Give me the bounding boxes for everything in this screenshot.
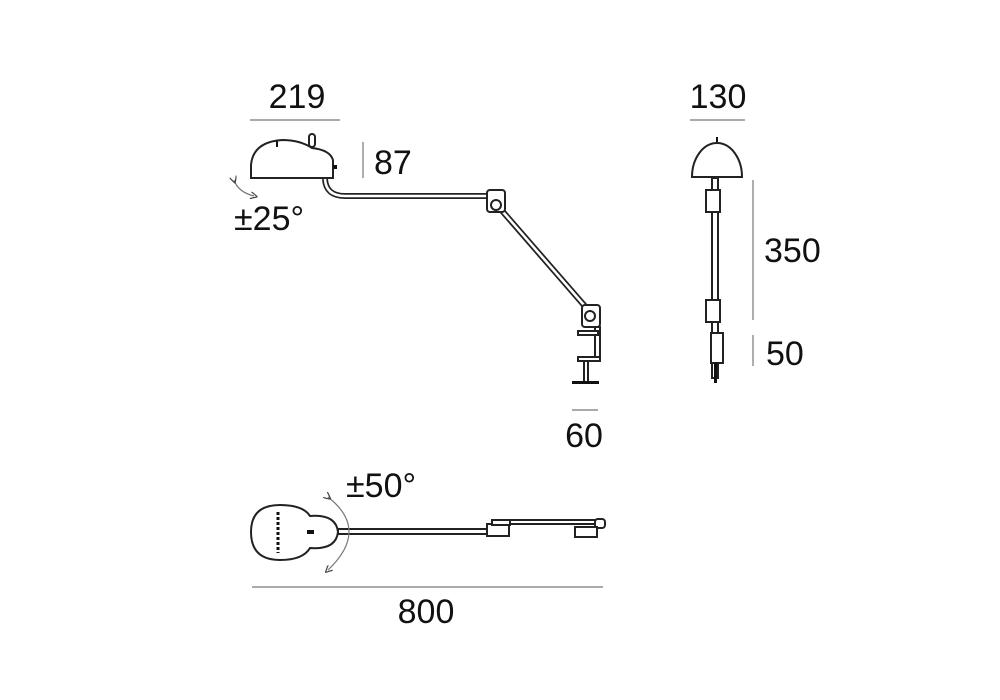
total-length-label: 800 (398, 593, 455, 631)
lamp-shade-side (250, 133, 337, 179)
tilt-angle-label: ±25° (234, 200, 304, 238)
clamp-width-label: 60 (565, 417, 603, 455)
shade-width-label: 219 (269, 78, 326, 116)
lamp-arm-side (322, 178, 601, 384)
lamp-front (690, 137, 744, 383)
arm-height-label: 350 (764, 232, 821, 270)
top-view: ±50° 800 (249, 467, 606, 631)
shade-height-label: 87 (374, 144, 412, 182)
rotation-arrow-icon (328, 497, 350, 570)
side-view: 219 87 ±25° 60 (234, 78, 603, 455)
front-width-label: 130 (690, 78, 747, 116)
lamp-top (249, 503, 606, 562)
tilt-arrow-icon (234, 180, 254, 196)
clamp-height-label: 50 (766, 335, 804, 373)
rotation-angle-label: ±50° (346, 467, 416, 505)
front-view: 130 350 50 (690, 78, 821, 383)
